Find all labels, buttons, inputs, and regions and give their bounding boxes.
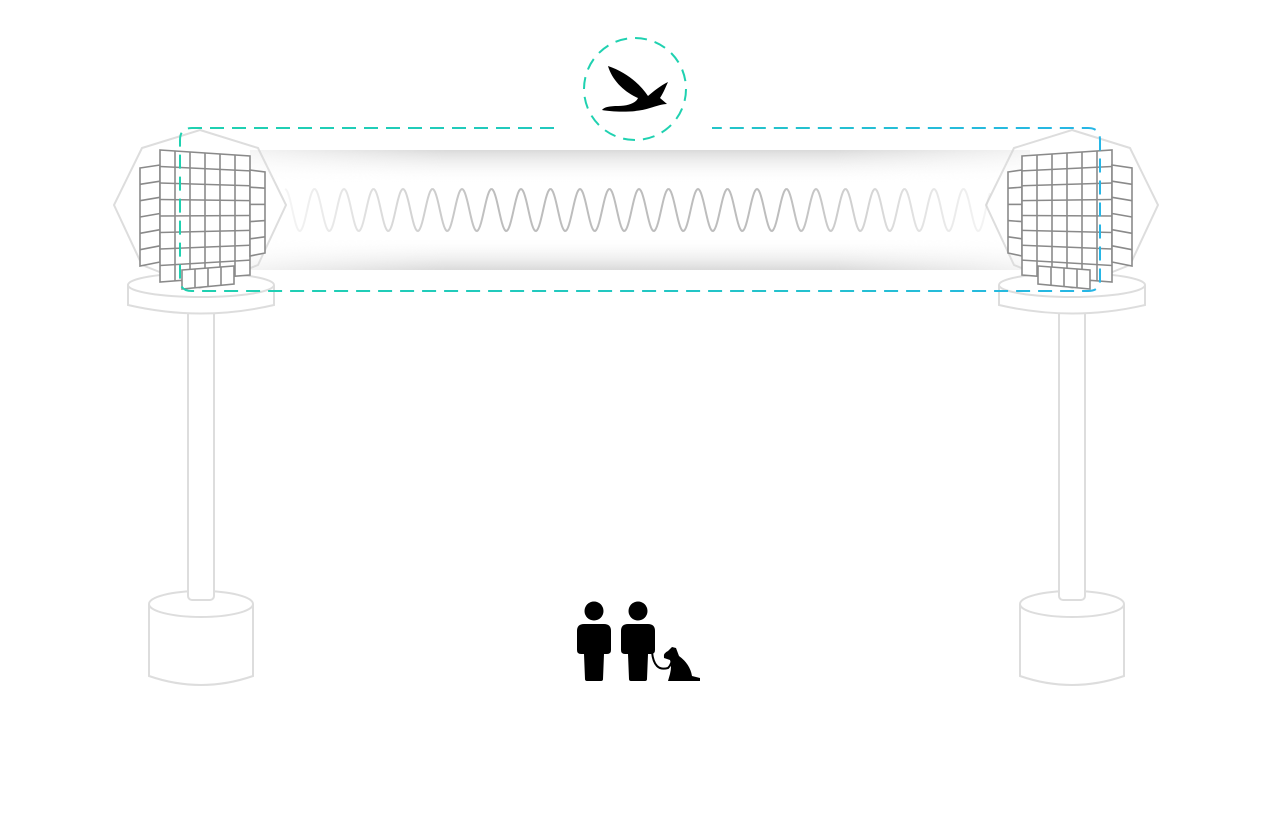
right-tower-pole [1058, 299, 1086, 601]
person-with-dog-icon [621, 601, 655, 681]
left-tower-pole [187, 299, 215, 601]
right-tower-base [1019, 604, 1125, 686]
left-antenna-array [139, 149, 266, 290]
person-icon [577, 601, 611, 681]
microwave-wave [284, 187, 991, 233]
safety-zone-outline [179, 127, 1101, 292]
dog-icon [663, 647, 700, 681]
right-antenna-array [1007, 149, 1133, 290]
bird-icon [602, 66, 668, 112]
left-tower-base [148, 604, 254, 686]
bird-safety-circle [583, 37, 687, 141]
